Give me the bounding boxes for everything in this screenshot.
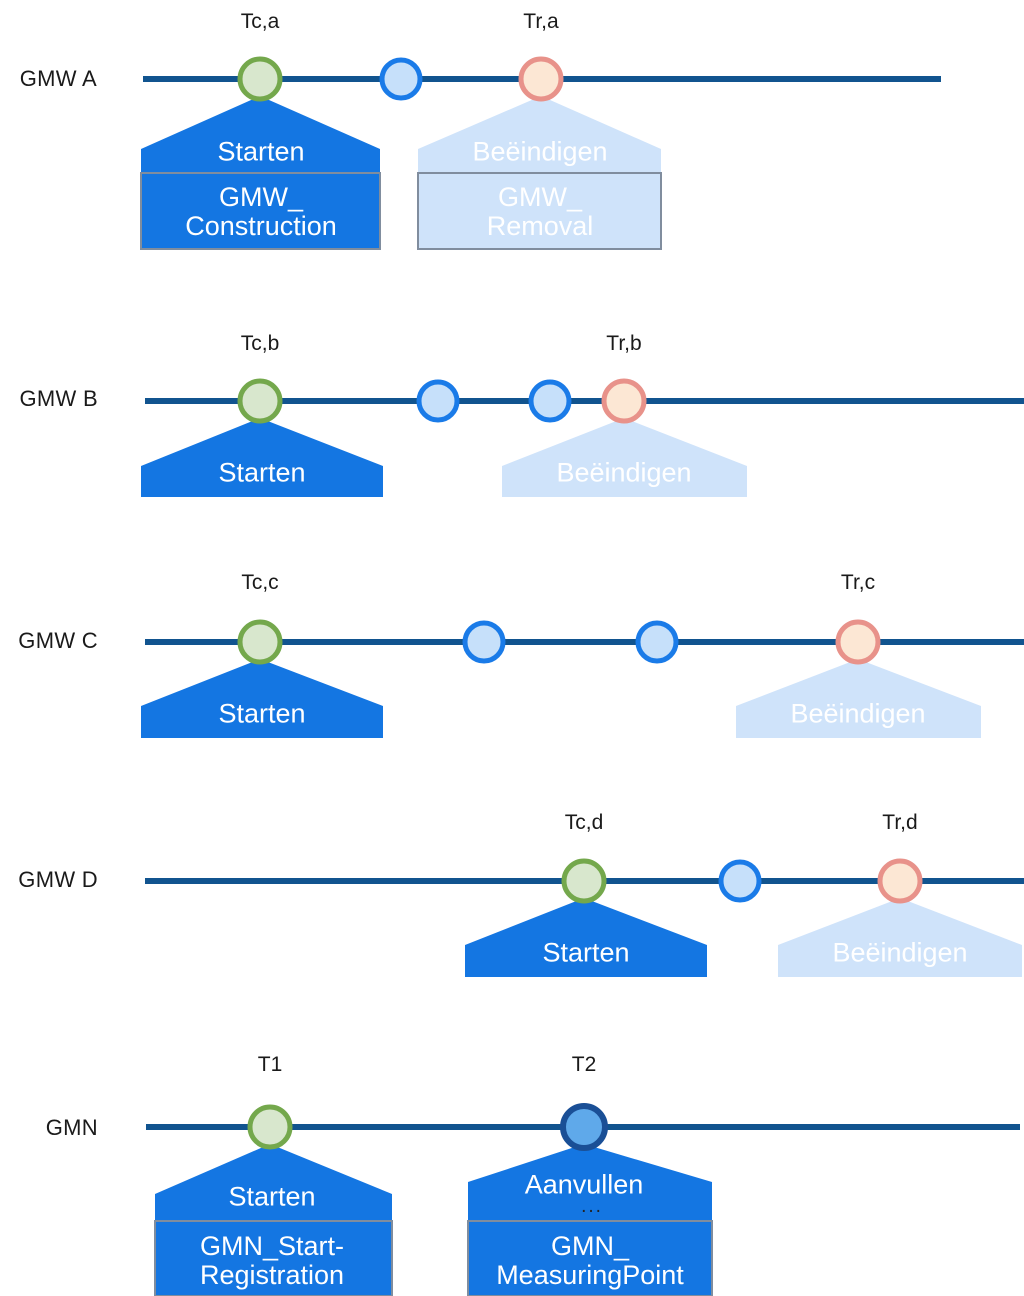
callout-starten-c-pentagon-label: Starten [218, 698, 306, 729]
callout-gmw-construction-pentagon [141, 96, 380, 174]
marker-blue-1-d[interactable] [718, 859, 762, 903]
row-label-gmw-b: GMW B [19, 386, 98, 411]
callout-gmn-startregistration-pentagon [155, 1144, 392, 1222]
callout-starten-b-pentagon [141, 418, 383, 497]
callout-gmn-measuringpoint-pentagon-label: Aanvullen [524, 1169, 644, 1200]
timeline-row-gmw-a [140, 56, 941, 250]
marker-blue-1-b[interactable] [416, 379, 460, 423]
timeline-row-gmn [146, 1103, 1020, 1296]
callout-gmn-startregistration-pentagon-label: Starten [228, 1181, 316, 1212]
timeline-row-gmw-c [141, 619, 1024, 738]
callout-gmn-startregistration-box-label: GMN_Start-Registration [199, 1230, 345, 1290]
tick-label-marker-orange-tr-d: Tr,d [882, 811, 918, 834]
callout-gmw-construction-pentagon-label: Starten [217, 136, 305, 167]
callout-gmn-measuringpoint-pentagon [468, 1144, 712, 1222]
callout-gmw-removal-pentagon [418, 96, 661, 174]
row-label-gmw-a: GMW A [19, 66, 97, 91]
tick-label-marker-green-tc-a: Tc,a [240, 10, 280, 33]
callout-gmw-removal-box [417, 172, 662, 250]
callout-beeindigen-c-pentagon-label: Beëindigen [790, 698, 926, 729]
marker-green-tc-c[interactable] [237, 619, 283, 665]
marker-orange-tr-b[interactable] [601, 378, 647, 424]
marker-green-tc-b[interactable] [237, 378, 283, 424]
callout-gmn-startregistration-box [154, 1220, 393, 1296]
callout-gmw-removal-pentagon-label: Beëindigen [472, 136, 608, 167]
callout-gmw-construction-box-label: GMW_Construction [185, 181, 337, 241]
callout-starten-b-pentagon-label: Starten [218, 457, 306, 488]
callout-starten-d-pentagon-label: Starten [542, 937, 630, 968]
tick-label-marker-green-tc-c: Tc,c [241, 571, 279, 594]
tick-label-marker-navy-t2: T2 [571, 1053, 597, 1076]
callout-beeindigen-b-pentagon-label: Beëindigen [556, 457, 692, 488]
row-label-gmn: GMN [45, 1115, 98, 1140]
row-label-gmw-c: GMW C [18, 628, 98, 653]
callout-gmn-measuringpoint-ellipsis: ... [581, 1196, 603, 1217]
callout-beeindigen-d-pentagon-label: Beëindigen [832, 937, 968, 968]
callout-beeindigen-b-pentagon [502, 418, 747, 497]
callout-gmn-measuringpoint-box-label: GMN_MeasuringPoint [496, 1230, 684, 1290]
callout-starten-c-pentagon [141, 659, 383, 738]
callout-beeindigen-d-pentagon [778, 898, 1022, 977]
marker-orange-tr-d[interactable] [877, 858, 923, 904]
timeline-row-gmw-d [145, 858, 1024, 977]
callout-gmw-removal-box-label: GMW_Removal [486, 181, 594, 241]
marker-blue-1-a[interactable] [379, 57, 423, 101]
tick-label-marker-orange-tr-c: Tr,c [840, 571, 876, 594]
row-label-gmw-d: GMW D [18, 867, 98, 892]
tick-label-marker-green-tc-b: Tc,b [240, 332, 280, 355]
callout-starten-d-pentagon [465, 898, 707, 977]
tick-label-marker-green-t1: T1 [257, 1053, 283, 1076]
marker-blue-2-c[interactable] [635, 620, 679, 664]
tick-label-marker-orange-tr-a: Tr,a [523, 10, 559, 33]
marker-navy-t2[interactable] [560, 1103, 608, 1151]
callout-gmn-measuringpoint-box [467, 1220, 713, 1296]
marker-orange-tr-c[interactable] [835, 619, 881, 665]
callout-gmw-construction-box [140, 172, 381, 250]
marker-green-tc-d[interactable] [561, 858, 607, 904]
tick-label-marker-orange-tr-b: Tr,b [606, 332, 642, 355]
marker-blue-2-b[interactable] [528, 379, 572, 423]
marker-green-t1[interactable] [247, 1104, 293, 1150]
marker-green-tc-a[interactable] [237, 56, 283, 102]
callout-beeindigen-c-pentagon [736, 659, 981, 738]
marker-orange-tr-a[interactable] [518, 56, 564, 102]
timeline-row-gmw-b [141, 378, 1024, 497]
tick-label-marker-green-tc-d: Tc,d [564, 811, 604, 834]
marker-blue-1-c[interactable] [462, 620, 506, 664]
